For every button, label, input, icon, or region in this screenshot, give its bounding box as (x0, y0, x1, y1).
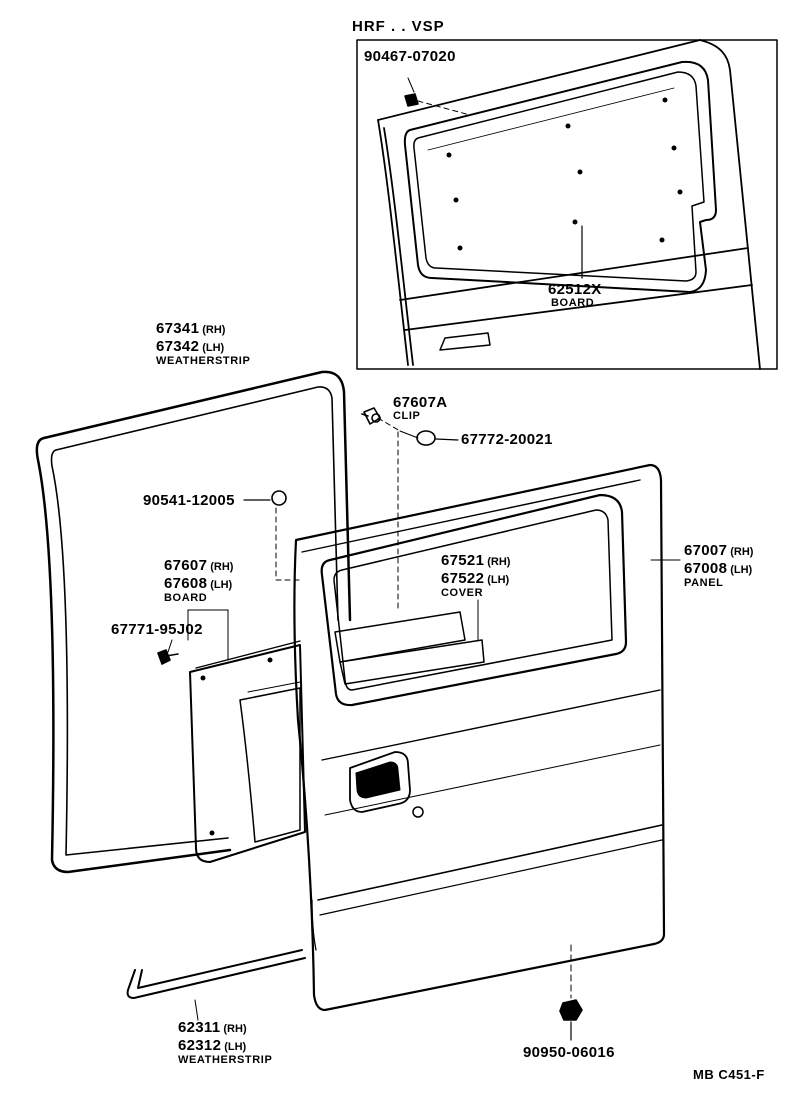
part-qualifier: (LH) (487, 574, 510, 586)
part-qualifier: (RH) (223, 1023, 247, 1035)
inset-header-text: HRF . . VSP (352, 18, 445, 35)
part-label-67771-95j02: 67771-95J02 (111, 622, 203, 637)
part-qualifier: (LH) (210, 579, 233, 591)
part-name: WEATHERSTRIP (178, 1054, 273, 1066)
part-label-67007-67008: 67007(RH) 67008(LH) PANEL (684, 543, 753, 589)
part-number: 62512X (548, 281, 602, 298)
part-number: 90541-12005 (143, 492, 235, 509)
part-number: 62312 (178, 1037, 222, 1054)
part-number: 62311 (178, 1019, 221, 1036)
nut-90950-06016 (559, 999, 583, 1041)
clip-67607a (361, 407, 381, 425)
part-qualifier: (LH) (202, 342, 225, 354)
diagram-code: MB C451-F (693, 1068, 765, 1081)
bolt-90541-12005 (243, 490, 287, 506)
part-number: 67772-20021 (461, 431, 553, 448)
part-qualifier: (RH) (730, 546, 754, 558)
part-label-67341-67342: 67341(RH) 67342(LH) WEATHERSTRIP (156, 321, 250, 367)
part-name: BOARD (164, 592, 208, 604)
part-qualifier: (RH) (487, 556, 511, 568)
inset-fastener (404, 77, 471, 116)
part-label-90467-07020: 90467-07020 (364, 49, 456, 64)
door-panel (293, 463, 666, 1012)
part-number: 67607 (164, 557, 208, 574)
inset-lower-detail (439, 332, 491, 351)
part-label-67607-67608: 67607(RH) 67608(LH) BOARD (164, 558, 233, 604)
inset-door-outline (377, 39, 761, 370)
door-weatherstrip (35, 370, 352, 874)
part-qualifier: (LH) (224, 1041, 247, 1053)
part-number: 67521 (441, 552, 485, 569)
diagram-code-text: MB C451-F (693, 1067, 765, 1082)
part-qualifier: (RH) (202, 324, 226, 336)
part-label-67772-20021: 67772-20021 (461, 432, 553, 447)
leader-lines (167, 417, 681, 1021)
part-name: COVER (441, 587, 484, 599)
part-number: 67522 (441, 570, 485, 587)
part-name: BOARD (551, 297, 595, 309)
inset-frame (356, 39, 778, 370)
part-label-67607a: 67607A CLIP (393, 395, 447, 422)
clip-67772-20021 (416, 430, 459, 446)
part-number: 90950-06016 (523, 1044, 615, 1061)
part-number: 67007 (684, 542, 728, 559)
inset-header: HRF . . VSP (352, 19, 445, 34)
part-label-90950-06016: 90950-06016 (523, 1045, 615, 1060)
part-number: 67008 (684, 560, 728, 577)
part-name: PANEL (684, 577, 724, 589)
part-label-90541-12005: 90541-12005 (143, 493, 235, 508)
part-number: 67607A (393, 394, 448, 411)
screw-67771-95j02 (157, 649, 179, 665)
part-qualifier: (RH) (210, 561, 234, 573)
part-number: 67771-95J02 (111, 621, 203, 638)
inset-board-holes (446, 97, 683, 251)
part-name: WEATHERSTRIP (156, 355, 251, 367)
part-number: 67608 (164, 575, 208, 592)
part-name: CLIP (393, 410, 421, 422)
part-number: 67342 (156, 338, 200, 355)
door-trim-board (189, 640, 306, 863)
part-label-67521-67522: 67521(RH) 67522(LH) COVER (441, 553, 510, 599)
part-label-62512x: 62512X BOARD (548, 282, 602, 309)
lower-weatherstrip (126, 949, 306, 999)
part-number: 67341 (156, 320, 200, 337)
part-label-62311-62312: 62311(RH) 62312(LH) WEATHERSTRIP (178, 1020, 272, 1066)
inset-window-board (403, 60, 717, 293)
part-number: 90467-07020 (364, 48, 456, 65)
part-qualifier: (LH) (730, 564, 753, 576)
